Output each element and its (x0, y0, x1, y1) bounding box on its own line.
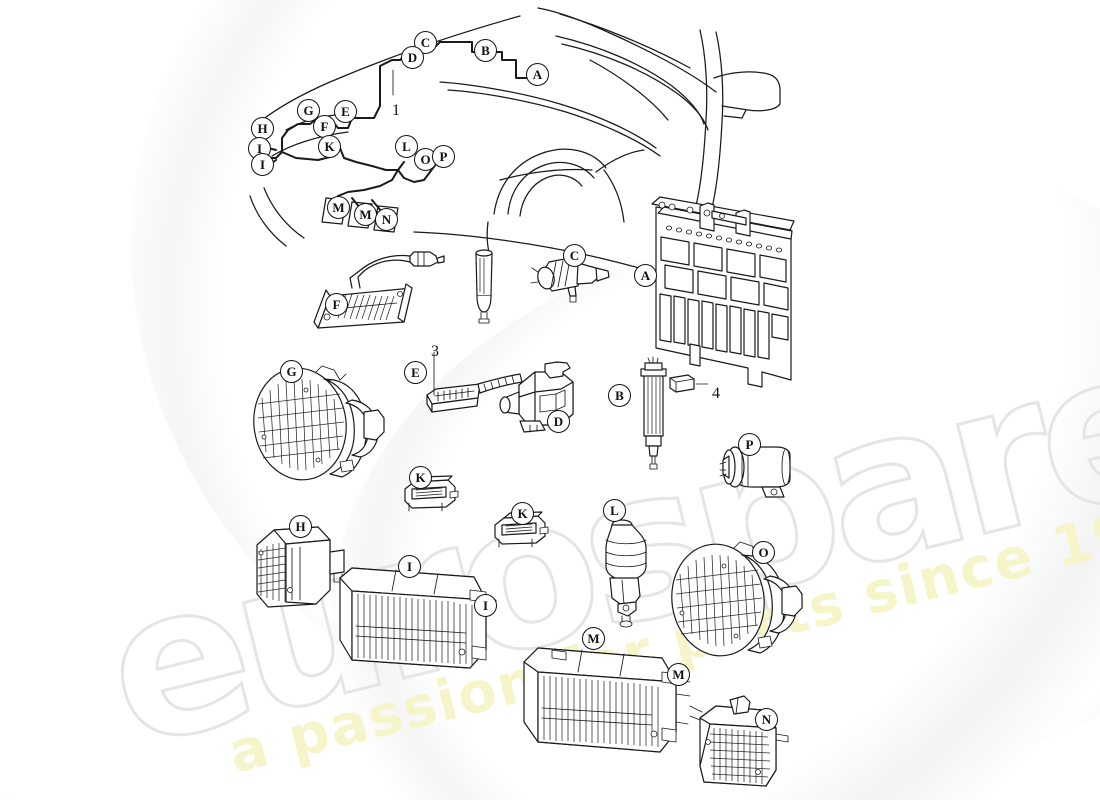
callout-L-part[interactable]: L (603, 499, 626, 522)
part-P-motor (719, 446, 791, 498)
part-F-fog-lamp (313, 251, 445, 329)
callout-D-part[interactable]: D (547, 410, 570, 433)
callout-I-part-2[interactable]: I (474, 594, 497, 617)
callout-B-harness[interactable]: B (474, 39, 497, 62)
callout-O-part[interactable]: O (752, 541, 775, 564)
part-I-driving-lamp (339, 567, 497, 669)
callout-A-harness[interactable]: A (526, 63, 549, 86)
callout-I-harness-2[interactable]: I (251, 153, 274, 176)
part-A-fuse-relay-panel (651, 196, 795, 388)
callout-I-part-1[interactable]: I (398, 555, 421, 578)
part-L-washer-nozzle (605, 519, 647, 628)
callout-M-harness-2[interactable]: M (354, 203, 377, 226)
callout-H-part[interactable]: H (289, 515, 312, 538)
callout-P-harness[interactable]: P (432, 145, 455, 168)
callout-K-harness[interactable]: K (318, 135, 341, 158)
callout-A-part[interactable]: A (634, 264, 657, 287)
callout-num-3[interactable]: 3 (431, 343, 439, 360)
part-O-round-headlamp (671, 541, 803, 657)
part-M-headlamp-assembly (523, 647, 691, 753)
callout-F-part[interactable]: F (325, 293, 348, 316)
callout-num-1[interactable]: 1 (392, 102, 400, 119)
callout-G-part[interactable]: G (280, 360, 303, 383)
callout-M-part-1[interactable]: M (582, 627, 605, 650)
callout-N-harness[interactable]: N (375, 208, 398, 231)
callout-K-part-1[interactable]: K (409, 466, 432, 489)
callout-num-4[interactable]: 4 (712, 385, 720, 402)
callout-E-part[interactable]: E (404, 361, 427, 384)
callout-K-part-2[interactable]: K (511, 502, 534, 525)
callout-E-harness[interactable]: E (334, 100, 357, 123)
part-H-side-marker-lamp (256, 526, 345, 608)
callout-M-part-2[interactable]: M (667, 663, 690, 686)
callout-N-part[interactable]: N (755, 708, 778, 731)
callout-C-part[interactable]: C (563, 244, 586, 267)
part-cylinder-pin (475, 249, 493, 324)
callout-D-harness[interactable]: D (401, 46, 424, 69)
callout-M-harness-1[interactable]: M (327, 196, 350, 219)
callout-P-part[interactable]: P (738, 433, 761, 456)
part-B-levelling-cylinder (640, 356, 667, 470)
part-E-connector (426, 351, 523, 413)
part-G-round-headlamp (253, 365, 385, 481)
callout-L-harness[interactable]: L (395, 135, 418, 158)
callout-B-part[interactable]: B (608, 384, 631, 407)
callout-G-harness[interactable]: G (297, 99, 320, 122)
part-4-clip (669, 374, 709, 393)
